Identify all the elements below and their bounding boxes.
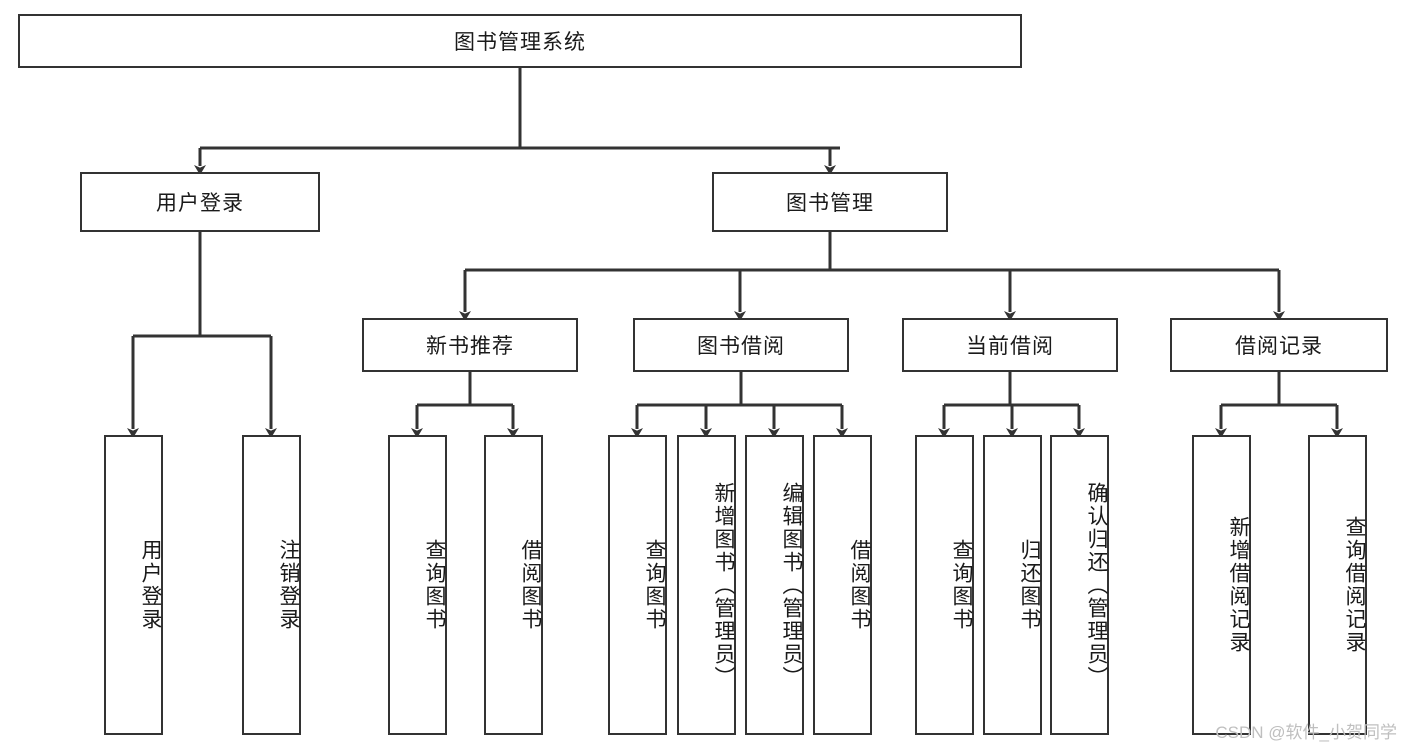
leaf-node[interactable]: 查询图书 xyxy=(608,435,667,735)
leaf-node[interactable]: 借阅图书 xyxy=(813,435,872,735)
leaf-node-label: 归还图书 xyxy=(1018,539,1041,631)
leaf-node[interactable]: 查询图书 xyxy=(915,435,974,735)
node-root-label: 图书管理系统 xyxy=(454,31,586,54)
node-user-login[interactable]: 用户登录 xyxy=(80,172,320,232)
leaf-node-label: 新增借阅记录 xyxy=(1227,516,1250,654)
node-user-login-label: 用户登录 xyxy=(156,192,244,215)
leaf-node-label: 注销登录 xyxy=(277,539,300,631)
leaf-node[interactable]: 归还图书 xyxy=(983,435,1042,735)
leaf-node-label: 借阅图书 xyxy=(519,539,542,631)
node-borrow-record-label: 借阅记录 xyxy=(1235,335,1323,358)
leaf-node-label: 确认归还（管理员） xyxy=(1085,481,1108,689)
leaf-node[interactable]: 查询借阅记录 xyxy=(1308,435,1367,735)
leaf-node-label: 编辑图书（管理员） xyxy=(780,481,803,689)
leaf-node[interactable]: 确认归还（管理员） xyxy=(1050,435,1109,735)
leaf-node-label: 新增图书（管理员） xyxy=(712,481,735,689)
node-book-borrow[interactable]: 图书借阅 xyxy=(633,318,849,372)
leaf-node-label: 查询图书 xyxy=(423,539,446,631)
node-book-management[interactable]: 图书管理 xyxy=(712,172,948,232)
leaf-node[interactable]: 新增借阅记录 xyxy=(1192,435,1251,735)
leaf-node[interactable]: 编辑图书（管理员） xyxy=(745,435,804,735)
leaf-node-label: 查询图书 xyxy=(950,539,973,631)
leaf-node[interactable]: 借阅图书 xyxy=(484,435,543,735)
watermark: CSDN @软件_小贺同学 xyxy=(1215,723,1397,742)
leaf-node[interactable]: 新增图书（管理员） xyxy=(677,435,736,735)
node-new-book-recommendation-label: 新书推荐 xyxy=(426,335,514,358)
node-book-management-label: 图书管理 xyxy=(786,192,874,215)
node-new-book-recommendation[interactable]: 新书推荐 xyxy=(362,318,578,372)
leaf-node-label: 查询图书 xyxy=(643,539,666,631)
node-current-borrow-label: 当前借阅 xyxy=(966,335,1054,358)
leaf-node-label: 用户登录 xyxy=(139,539,162,631)
node-current-borrow[interactable]: 当前借阅 xyxy=(902,318,1118,372)
leaf-node[interactable]: 查询图书 xyxy=(388,435,447,735)
node-book-borrow-label: 图书借阅 xyxy=(697,335,785,358)
leaf-node[interactable]: 用户登录 xyxy=(104,435,163,735)
leaf-node-label: 借阅图书 xyxy=(848,539,871,631)
node-borrow-record[interactable]: 借阅记录 xyxy=(1170,318,1388,372)
node-root[interactable]: 图书管理系统 xyxy=(18,14,1022,68)
leaf-node[interactable]: 注销登录 xyxy=(242,435,301,735)
leaf-node-label: 查询借阅记录 xyxy=(1343,516,1366,654)
